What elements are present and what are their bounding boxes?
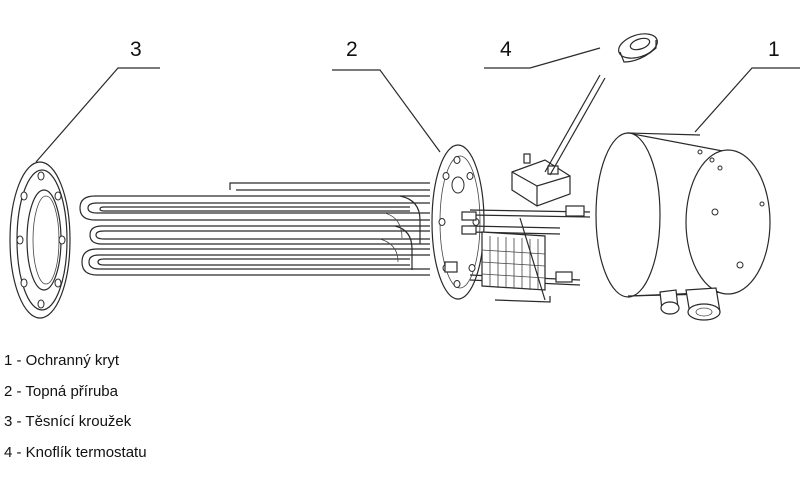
legend-item-1: 1 - Ochranný kryt (4, 352, 120, 369)
callout-3: 3 (130, 38, 142, 61)
legend-item-4: 4 - Knoflík termostatu (4, 443, 147, 461)
thermostat-body (511, 74, 606, 207)
terminal-block (444, 205, 591, 303)
callout-2: 2 (346, 38, 358, 61)
legend-item-2: 2 - Topná příruba (4, 382, 118, 400)
exploded-assembly-diagram: 3 2 4 1 (9, 33, 800, 321)
leader-lines (35, 47, 800, 163)
legend-item-3: 3 - Těsnící kroužek (4, 413, 132, 430)
callout-4: 4 (500, 38, 512, 61)
callout-1: 1 (768, 38, 780, 61)
parts-legend: 1 - Ochranný kryt 2 - Topná příruba 3 - … (4, 346, 404, 468)
heating-element-tubes (79, 182, 430, 276)
protective-cover (595, 132, 771, 321)
thermostat-knob (618, 33, 658, 63)
sealing-ring (9, 161, 71, 319)
heating-flange (431, 144, 485, 300)
